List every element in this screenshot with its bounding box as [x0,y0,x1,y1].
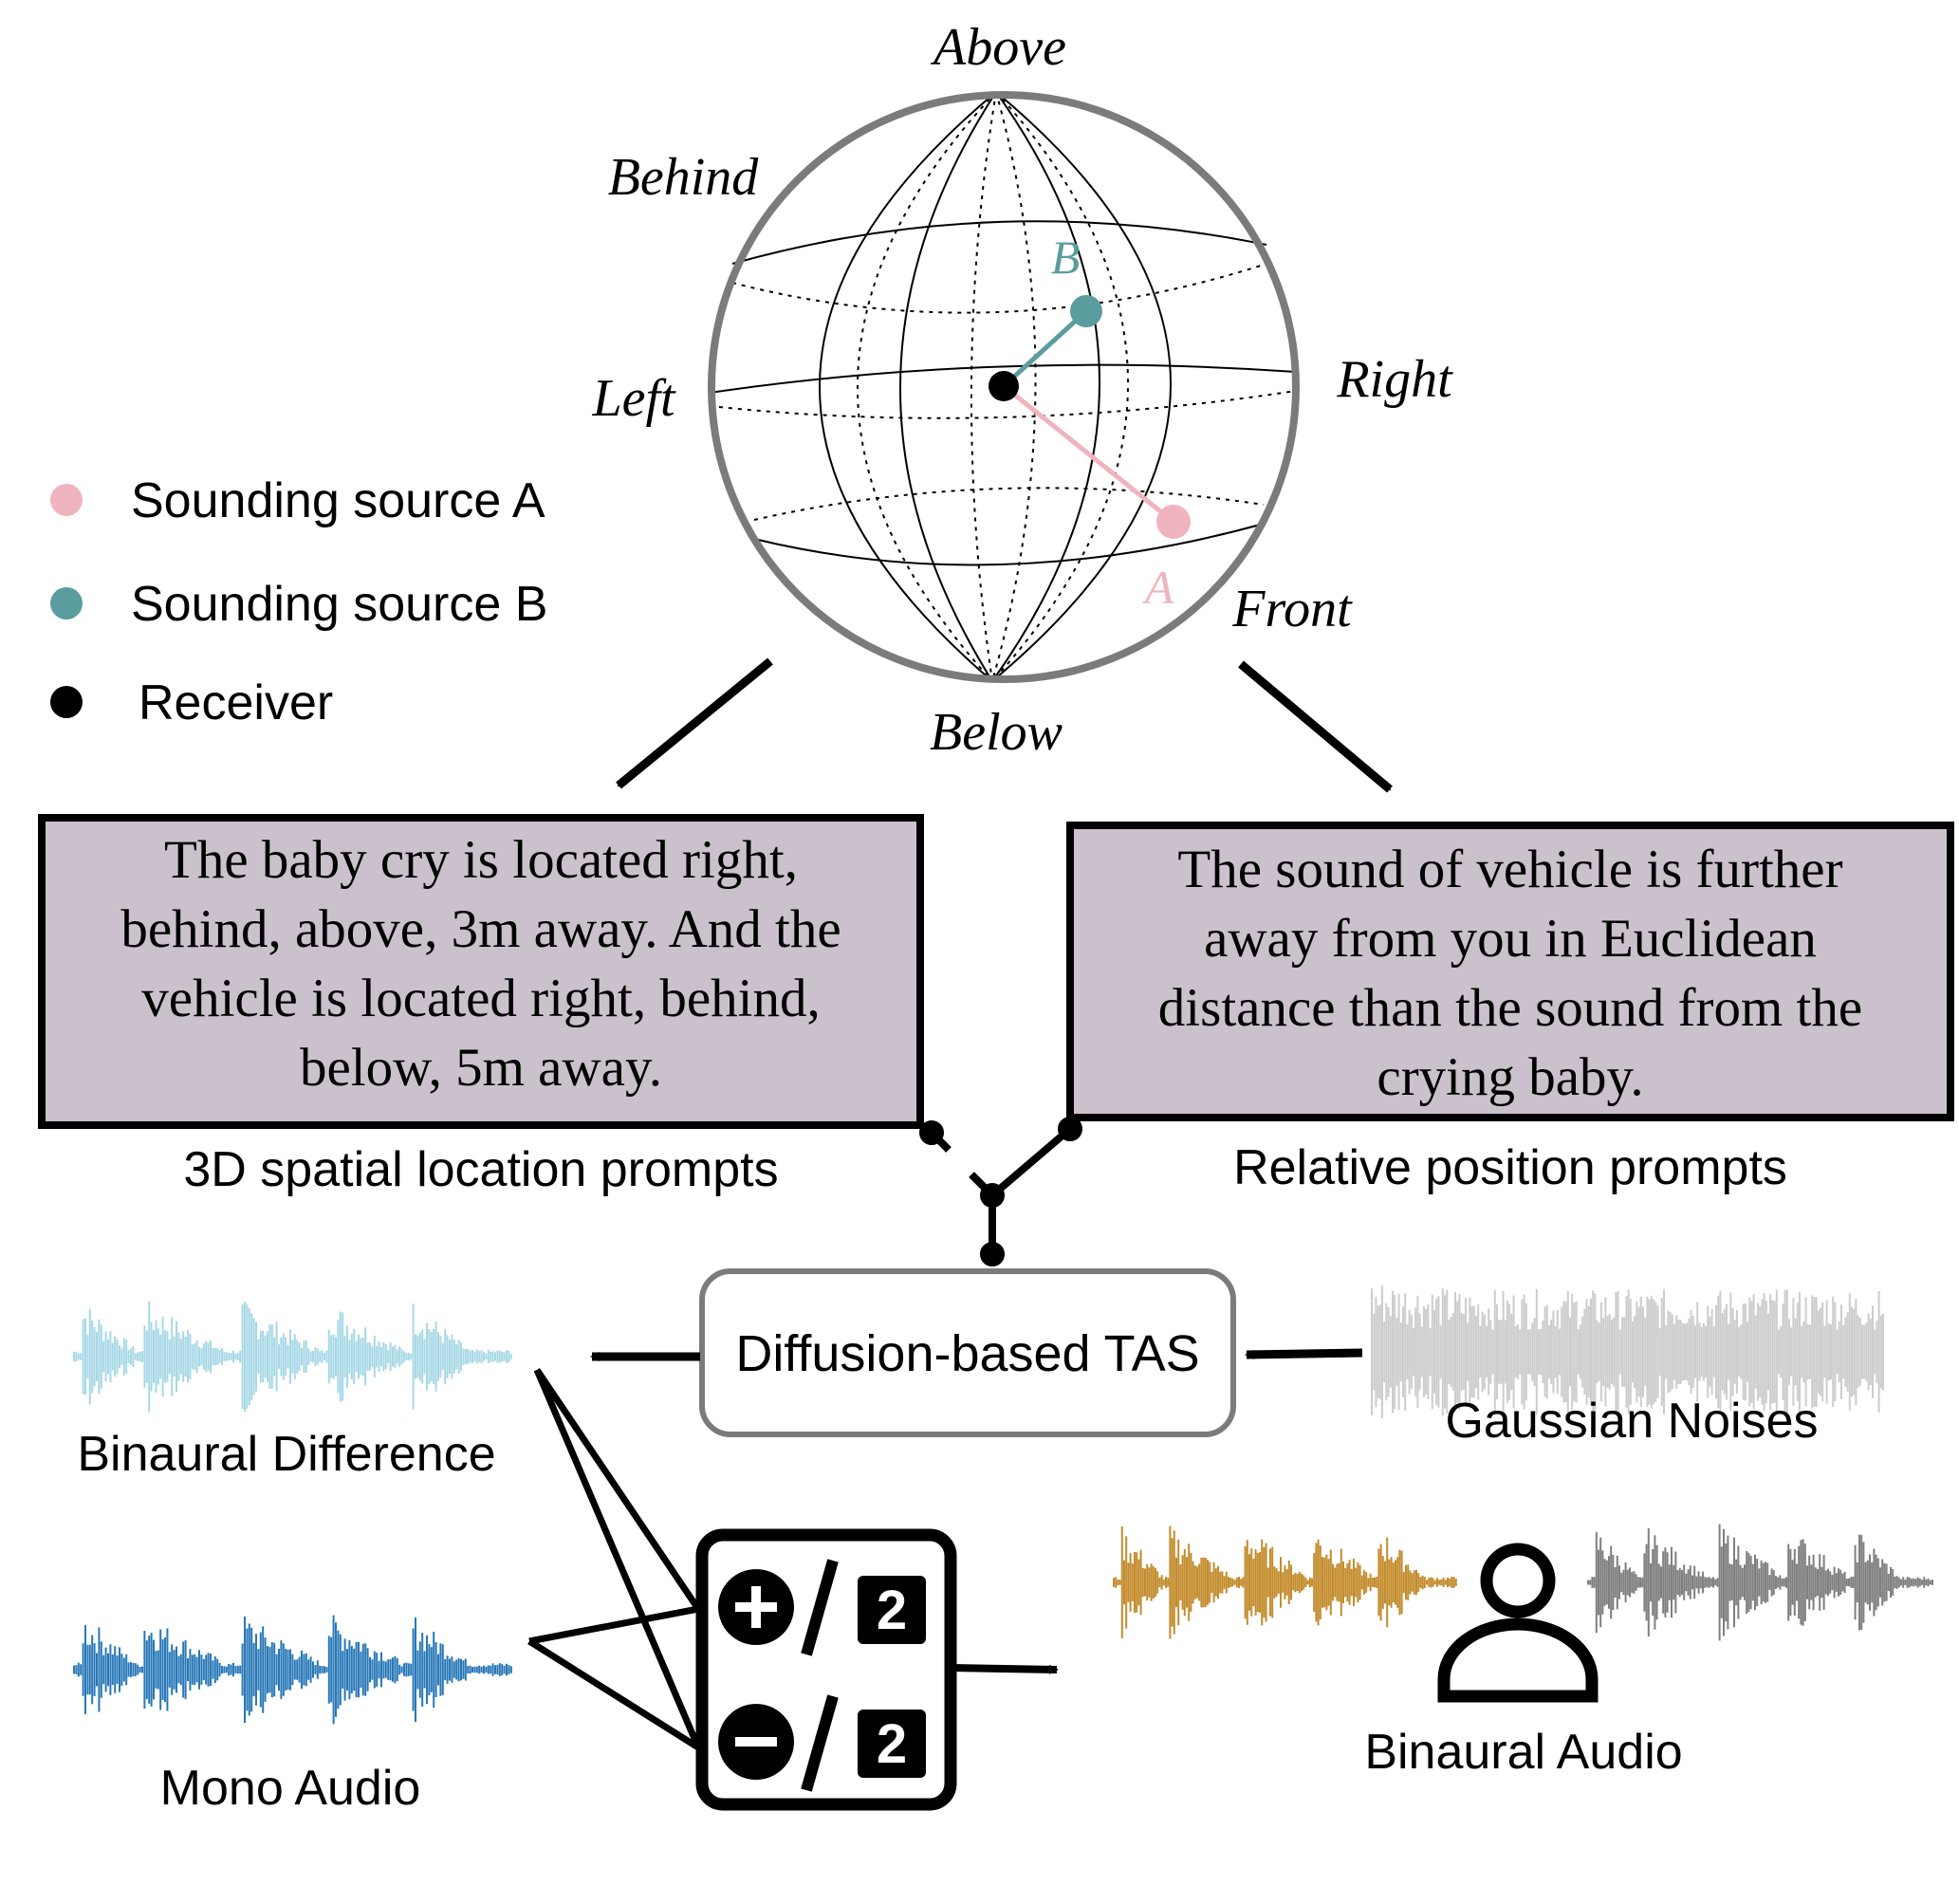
relative-prompt-line-3: distance than the sound from the [1158,978,1862,1038]
divide-slash-bottom [801,1694,839,1792]
diffusion-tas-label: Diffusion-based TAS [735,1325,1199,1382]
receiver-dot [989,371,1019,401]
spatial-prompt-line-4: below, 5m away. [300,1038,662,1098]
combine-fork-lines [527,1368,702,1750]
divisor-top-icon: 2 [858,1576,926,1644]
direction-behind: Behind [608,148,760,207]
legend-source-b-dot [50,587,83,619]
binaural-difference-label: Binaural Difference [77,1427,495,1482]
source-b-dot [1070,295,1102,327]
gaussian-noise-label: Gaussian Noises [1445,1394,1818,1449]
source-b-label: B [1051,231,1081,284]
legend-source-a-label: Sounding source A [131,473,545,528]
source-a-ray [1002,384,1175,524]
legend-receiver-dot [50,686,83,718]
divisor-bottom-icon: 2 [858,1710,926,1778]
plus-icon [718,1569,794,1645]
left-channel-waveform [1113,1525,1457,1639]
binaural-difference-waveform [73,1301,512,1413]
relative-prompt-line-4: crying baby. [1377,1047,1643,1107]
relative-prompt-line-1: The sound of vehicle is further [1177,840,1842,899]
relative-prompt-line-2: away from you in Euclidean [1204,909,1817,969]
arrow-to-relative-prompt [1238,660,1393,793]
legend-receiver-label: Receiver [139,675,333,730]
spatial-prompt-line-2: behind, above, 3m away. And the [120,899,841,959]
legend: Sounding source A Sounding source B Rece… [50,473,547,730]
direction-right: Right [1336,350,1453,409]
direction-front: Front [1231,580,1353,638]
sphere-grid [709,91,1297,682]
sphere: B A Above Behind Left Right Front Below [591,18,1453,762]
mono-audio-label: Mono Audio [160,1761,421,1816]
source-a-label: A [1142,561,1174,614]
divisor-bottom-digit: 2 [877,1713,907,1775]
mono-audio-waveform [73,1615,512,1725]
legend-source-a-dot [50,484,83,516]
spatial-prompt-line-3: vehicle is located right, behind, [141,969,820,1028]
source-b-ray [1002,309,1088,388]
gaussian-noise-waveform [1371,1285,1884,1418]
binaural-audio-label: Binaural Audio [1364,1725,1682,1780]
combine-operator-box: 2 2 [695,1528,957,1811]
direction-left: Left [591,369,676,428]
direction-below: Below [930,703,1063,762]
spatial-prompt-box: The baby cry is located right, behind, a… [38,814,924,1129]
divisor-top-digit: 2 [877,1580,907,1641]
arrow-noise-to-model [1245,1348,1363,1359]
diffusion-tas-box: Diffusion-based TAS [699,1268,1236,1437]
legend-source-b-label: Sounding source B [131,577,547,632]
divide-slash-top [801,1559,839,1656]
minus-icon [718,1704,794,1780]
arrow-to-spatial-prompt [616,657,773,789]
right-channel-waveform [1587,1524,1933,1641]
direction-above: Above [930,18,1066,77]
relative-prompt-box: The sound of vehicle is further away fro… [1066,822,1954,1121]
prompt-merge-connector [919,1117,1082,1266]
listener-icon [1437,1543,1599,1703]
source-a-dot [1156,505,1191,539]
relative-prompt-caption: Relative position prompts [1233,1140,1787,1195]
sphere-outline [708,91,1300,683]
arrow-operator-to-binaural [952,1664,1059,1674]
spatial-prompt-line-1: The baby cry is located right, [164,830,798,890]
spatial-prompt-caption: 3D spatial location prompts [183,1142,778,1197]
